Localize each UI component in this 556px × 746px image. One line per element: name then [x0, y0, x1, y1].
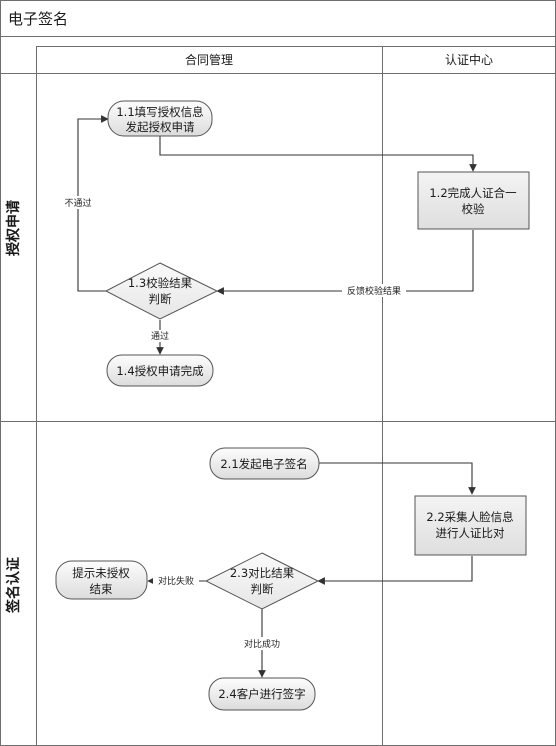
edge-e1: [159, 136, 477, 172]
node-2-1-start-esign: [209, 447, 320, 480]
edge-e6: [317, 556, 473, 585]
node-1-3-check-result-decision: [104, 262, 219, 320]
edge-label-bg: [62, 196, 94, 209]
node-2-4-line-1: 2.4客户进行签字: [218, 687, 305, 701]
node-1-4-auth-complete: [106, 354, 214, 387]
node-2-3-line-2: 判断: [251, 582, 274, 596]
node-unauthorized-line-2: 结束: [90, 582, 113, 596]
edge-label-bg: [153, 574, 199, 587]
edge-label-bg: [147, 330, 173, 342]
node-2-2-line-2: 进行人证比对: [436, 526, 505, 540]
node-unauthorized-line-1: 提示未授权: [72, 566, 130, 580]
edge-labels: 反馈校验结果 不通过 通过 对比失败 对比成功: [62, 196, 406, 650]
edge-label-compare-fail: 对比失败: [158, 575, 194, 587]
edge-label-fail: 不通过: [64, 197, 91, 209]
node-1-1-fill-auth-info: [107, 100, 213, 137]
page-title: 电子签名: [8, 10, 68, 28]
node-2-3-compare-result-decision: [204, 552, 320, 610]
node-2-3-line-1: 2.3对比结果: [230, 566, 295, 580]
node-1-3-line-1: 1.3校验结果: [128, 276, 193, 290]
node-labels: 1.1填写授权信息 发起授权申请 1.2完成人证合一 校验 1.3校验结果 判断…: [72, 105, 517, 701]
edge-label-feedback: 反馈校验结果: [347, 285, 401, 297]
node-1-2-line-2: 校验: [462, 202, 485, 216]
node-1-1-line-1: 1.1填写授权信息: [116, 105, 203, 119]
lane-label-authorization: 授权申请: [5, 200, 22, 256]
node-1-4-line-1: 1.4授权申请完成: [116, 364, 204, 378]
column-header-auth-center: 认证中心: [445, 52, 493, 67]
node-1-1-line-2: 发起授权申请: [126, 120, 195, 134]
lane-label-signature: 签名认证: [5, 557, 22, 614]
node-1-2-line-1: 1.2完成人证合一: [429, 186, 517, 200]
edge-label-pass: 通过: [151, 330, 169, 342]
edge-label-bg: [239, 637, 285, 650]
edge-e5: [319, 462, 476, 495]
edge-e2: [216, 230, 474, 295]
node-2-2-line-1: 2.2采集人脸信息: [426, 510, 513, 524]
edge-label-compare-success: 对比成功: [244, 638, 280, 650]
nodes: [55, 100, 530, 711]
edge-label-bg: [342, 284, 406, 297]
node-1-3-line-2: 判断: [149, 292, 172, 306]
node-2-1-line-1: 2.1发起电子签名: [220, 457, 307, 471]
node-unauthorized-end: [55, 560, 148, 600]
column-header-contract: 合同管理: [185, 52, 233, 67]
node-2-4-customer-sign: [208, 677, 316, 711]
node-2-2-face-capture: [414, 495, 527, 556]
node-1-2-identity-check: [417, 171, 530, 230]
